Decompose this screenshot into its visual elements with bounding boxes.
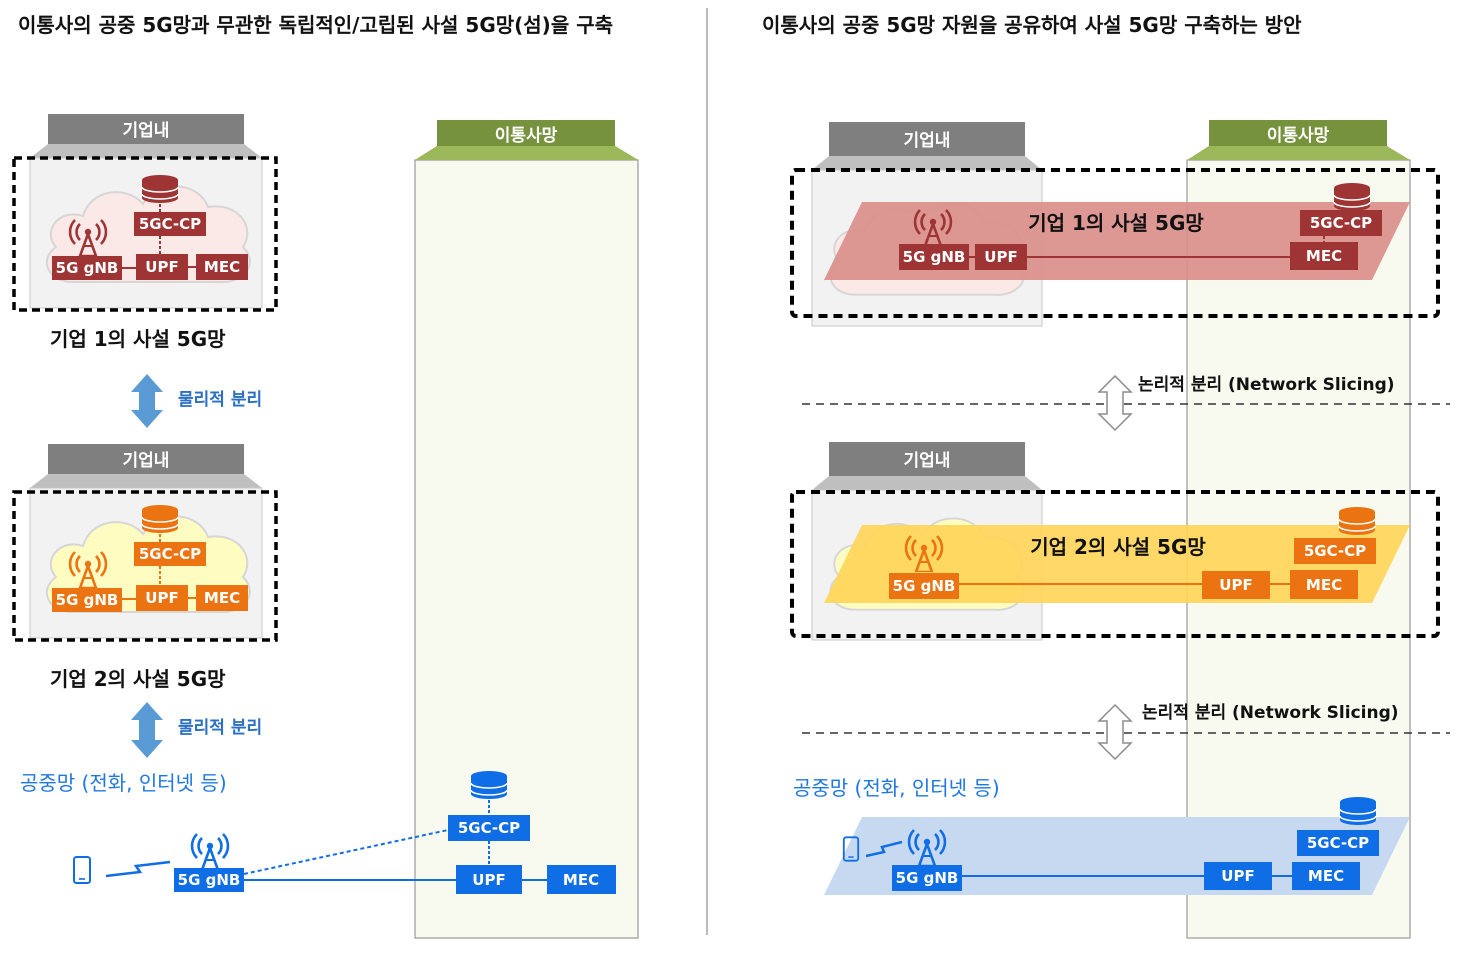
physical-separation-arrow-2: 물리적 분리 xyxy=(131,702,262,758)
right-slice2-gnb: 5G gNB xyxy=(893,577,956,595)
database-icon xyxy=(1333,182,1371,212)
left-public-core: 5GC-CP xyxy=(458,819,520,837)
right-public-mec: MEC xyxy=(1308,867,1344,885)
right-public-gnb: 5G gNB xyxy=(896,869,959,887)
left-enterprise-tab-1: 기업내 xyxy=(123,121,170,141)
right-slice2-upf: UPF xyxy=(1219,576,1252,594)
right-slice1-title: 기업 1의 사설 5G망 xyxy=(1028,211,1204,235)
left-public-upf: UPF xyxy=(472,871,505,889)
right-enterprise-2-dashed-boundary xyxy=(790,490,1440,638)
left-separation-1: 물리적 분리 xyxy=(178,390,262,410)
left-heading: 이통사의 공중 5G망과 무관한 독립적인/고립된 사설 5G망(섬)을 구축 xyxy=(18,13,613,37)
right-slice1-upf: UPF xyxy=(984,248,1017,266)
right-public-core: 5GC-CP xyxy=(1307,834,1369,852)
phone-icon xyxy=(73,856,91,884)
database-icon xyxy=(470,770,508,800)
right-heading: 이통사의 공중 5G망 자원을 공유하여 사설 5G망 구축하는 방안 xyxy=(762,13,1302,37)
left-enterprise-1: 기업내 5GC-CP 5G gNB UPF MEC xyxy=(12,114,278,312)
logical-separation-arrow-1 xyxy=(1097,374,1133,432)
left-public-gnb: 5G gNB xyxy=(178,871,241,889)
right-public-title: 공중망 (전화, 인터넷 등) xyxy=(793,776,1000,800)
right-slice1-gnb: 5G gNB xyxy=(903,248,966,266)
left-ent1-upf: UPF xyxy=(145,258,178,276)
right-slice2-title: 기업 2의 사설 5G망 xyxy=(1030,535,1206,559)
database-icon xyxy=(1339,796,1377,826)
right-slice-2: 기업 2의 사설 5G망 5G gNB UPF 5GC-CP MEC xyxy=(824,506,1410,603)
database-icon xyxy=(141,504,179,534)
left-ent1-caption: 기업 1의 사설 5G망 xyxy=(50,327,226,351)
database-icon xyxy=(1338,506,1376,536)
right-slice1-mec: MEC xyxy=(1306,247,1342,265)
database-icon xyxy=(141,174,179,204)
logical-separation-arrow-2 xyxy=(1097,703,1133,761)
right-public-slice: 5G gNB UPF 5GC-CP MEC xyxy=(824,796,1410,895)
left-ent2-mec: MEC xyxy=(204,589,240,607)
left-carrier-column: 이통사망 xyxy=(414,120,639,939)
left-carrier-tab: 이통사망 xyxy=(495,126,558,146)
left-enterprise-2: 기업내 5GC-CP 5G gNB UPF MEC xyxy=(12,444,278,642)
right-enterprise-tab-2: 기업내 xyxy=(904,451,951,471)
left-ent1-mec: MEC xyxy=(204,258,240,276)
left-ent1-gnb: 5G gNB xyxy=(56,259,119,277)
right-slice-1: 기업 1의 사설 5G망 5G gNB UPF 5GC-CP MEC xyxy=(824,182,1410,280)
right-enterprise-1-dashed-boundary xyxy=(790,168,1440,318)
right-slice1-core: 5GC-CP xyxy=(1310,214,1372,232)
left-public-mec: MEC xyxy=(563,871,599,889)
left-ent2-core: 5GC-CP xyxy=(139,545,201,563)
physical-separation-arrow-1: 물리적 분리 xyxy=(131,374,262,428)
left-ent2-gnb: 5G gNB xyxy=(56,591,119,609)
antenna-icon xyxy=(190,832,230,870)
right-slice2-core: 5GC-CP xyxy=(1304,542,1366,560)
left-public-network: 5G gNB 5GC-CP UPF MEC xyxy=(73,770,616,894)
right-slicing-2: 논리적 분리 (Network Slicing) xyxy=(1142,703,1399,723)
left-ent2-upf: UPF xyxy=(145,589,178,607)
left-ent2-caption: 기업 2의 사설 5G망 xyxy=(50,667,226,691)
right-enterprise-tab-1: 기업내 xyxy=(904,131,951,151)
left-ent1-core: 5GC-CP xyxy=(139,215,201,233)
right-carrier-tab: 이통사망 xyxy=(1267,126,1330,146)
left-public-title: 공중망 (전화, 인터넷 등) xyxy=(20,771,227,795)
left-enterprise-tab-2: 기업내 xyxy=(123,451,170,471)
right-slice2-mec: MEC xyxy=(1306,576,1342,594)
right-public-upf: UPF xyxy=(1221,867,1254,885)
left-separation-2: 물리적 분리 xyxy=(178,718,262,738)
right-slicing-1: 논리적 분리 (Network Slicing) xyxy=(1138,375,1395,395)
